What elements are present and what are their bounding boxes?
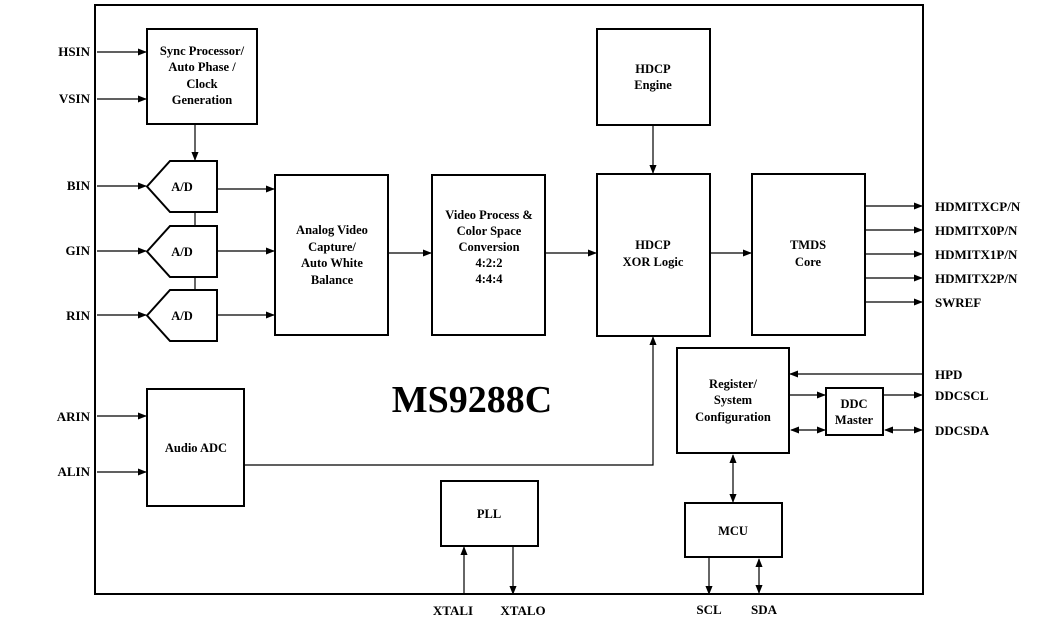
adc-g-label: A/D [171,245,193,259]
ddc-master-label-1: DDC [840,397,867,411]
avc-label-1: Analog Video [296,223,368,237]
pin-hdmitx2p: HDMITX2P/N [935,271,1018,286]
vproc-label-1: Video Process & [445,208,532,222]
pin-xtalo: XTALO [500,603,545,618]
pin-ddcsda: DDCSDA [935,423,990,438]
sync-label-1: Sync Processor/ [160,44,245,58]
register-label-2: System [714,393,753,407]
mcu-block: MCU [684,502,783,558]
pin-hdmitx0p: HDMITX0P/N [935,223,1018,238]
pin-labels: HSIN VSIN BIN GIN RIN ARIN ALIN HDMITXCP… [57,44,1021,618]
avc-label-4: Balance [311,273,354,287]
pin-swref: SWREF [935,295,981,310]
audio-to-xor-wire [245,336,657,466]
hdcp-engine-label-1: HDCP [635,62,671,76]
vproc-label-3: Conversion [458,240,519,254]
sync-label-3: Clock [186,77,217,91]
pin-bin: BIN [67,178,91,193]
adc-b-label: A/D [171,180,193,194]
pin-vsin: VSIN [59,91,91,106]
connections [97,48,923,595]
sync-processor-block: Sync Processor/ Auto Phase / Clock Gener… [146,28,258,125]
pin-ddcscl: DDCSCL [935,388,989,403]
sync-label-4: Generation [172,93,232,107]
pin-xtali: XTALI [433,603,473,618]
avc-label-3: Auto White [301,256,363,270]
tmds-label-2: Core [795,255,822,269]
pin-hsin: HSIN [58,44,90,59]
ddc-master-label-2: Master [835,413,874,427]
hdcp-engine-block: HDCP Engine [596,28,711,126]
vproc-label-5: 4:4:4 [475,272,503,286]
chip-name: MS9288C [392,379,552,421]
tmds-label-1: TMDS [790,238,826,252]
adc-b-block: A/D [145,160,218,213]
vproc-label-4: 4:2:2 [475,256,502,270]
hdcp-engine-label-2: Engine [634,78,672,92]
vproc-label-2: Color Space [457,224,522,238]
hdcp-xor-label-2: XOR Logic [623,255,684,269]
pin-sda: SDA [751,602,778,617]
adc-r-block: A/D [145,289,218,342]
audio-adc-label: Audio ADC [165,441,227,455]
avc-label-2: Capture/ [308,240,356,254]
chip-boundary [94,4,924,595]
analog-video-capture-block: Analog Video Capture/ Auto White Balance [274,174,389,336]
register-label-3: Configuration [695,410,771,424]
audio-adc-block: Audio ADC [146,388,245,507]
ddc-master-block: DDC Master [825,387,884,436]
adc-r-label: A/D [171,309,193,323]
sync-label-2: Auto Phase / [168,60,236,74]
pin-gin: GIN [65,243,90,258]
hdcp-xor-label-1: HDCP [635,238,671,252]
pin-hdmitx1p: HDMITX1P/N [935,247,1018,262]
pin-alin: ALIN [57,464,90,479]
adc-g-block: A/D [145,225,218,278]
register-label-1: Register/ [709,377,757,391]
pin-rin: RIN [66,308,90,323]
hdcp-xor-logic-block: HDCP XOR Logic [596,173,711,337]
pin-hpd: HPD [935,367,962,382]
tmds-core-block: TMDS Core [751,173,866,336]
register-config-block: Register/ System Configuration [676,347,790,454]
pll-label: PLL [477,507,501,521]
pin-hdmitxcp: HDMITXCP/N [935,199,1021,214]
pin-arin: ARIN [57,409,91,424]
video-process-block: Video Process & Color Space Conversion 4… [431,174,546,336]
pll-block: PLL [440,480,539,547]
mcu-label: MCU [718,524,748,538]
pin-scl: SCL [696,602,722,617]
